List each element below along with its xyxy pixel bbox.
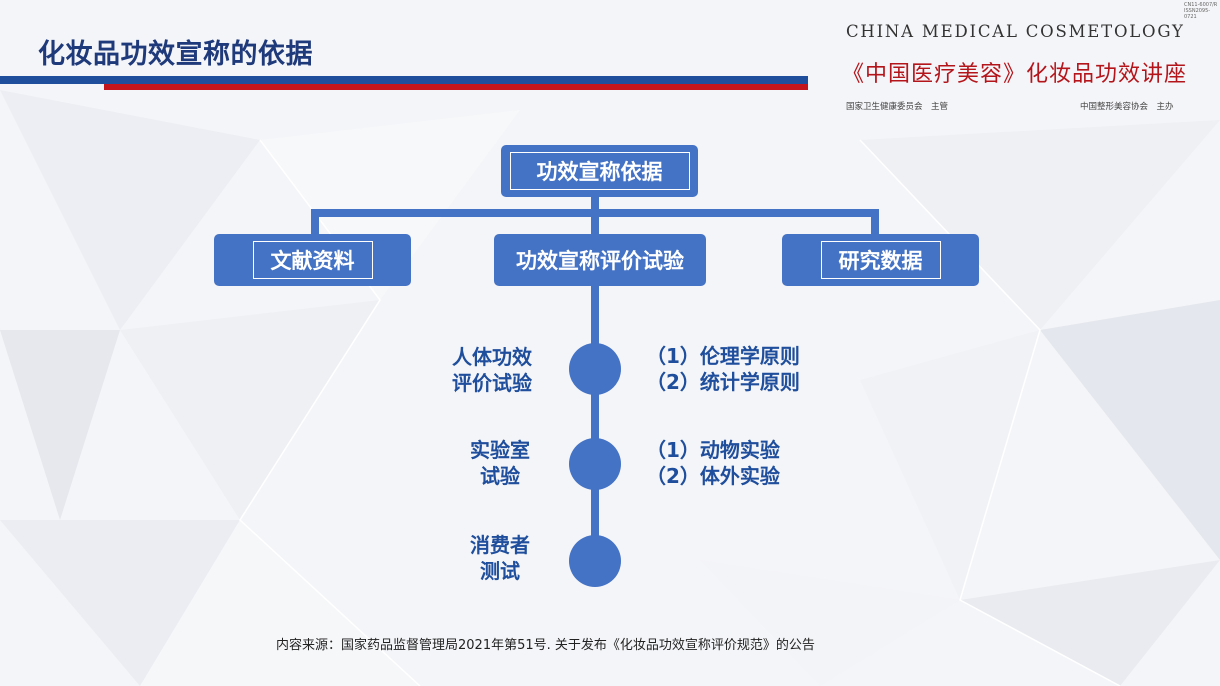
header-divider-blue [0, 76, 808, 84]
sponsor-organizer: 中国整形美容协会 主办 [1080, 102, 1174, 112]
branch-literature: 文献资料 [214, 234, 411, 286]
sponsor-supervisor: 国家卫生健康委员会 主管 [846, 102, 949, 112]
branch-literature-label: 文献资料 [252, 241, 373, 279]
root-label: 功效宣称依据 [509, 152, 690, 190]
branch-drop-left [311, 209, 319, 235]
brand-chinese: 《中国医疗美容》化妆品功效讲座 [842, 62, 1188, 87]
test-node-lab [569, 438, 621, 490]
journal-code: CN11-6007/R ISSN2095-0721 [1184, 2, 1218, 20]
test-detail-lab: （1）动物实验 （2）体外实验 [646, 438, 780, 488]
branch-research-data-label: 研究数据 [820, 241, 941, 279]
test-detail-human: （1）伦理学原则 （2）统计学原则 [646, 344, 800, 394]
root-connector [591, 196, 599, 212]
test-node-consumer [569, 535, 621, 587]
branch-evaluation-test: 功效宣称评价试验 [494, 234, 706, 286]
test-node-human [569, 343, 621, 395]
test-name-lab: 实验室 试验 [470, 438, 530, 488]
test-name-human: 人体功效 评价试验 [452, 345, 532, 395]
branch-research-data: 研究数据 [782, 234, 979, 286]
brand-english: CHINA MEDICAL COSMETOLOGY [846, 22, 1185, 41]
branch-evaluation-test-label: 功效宣称评价试验 [516, 249, 684, 273]
header-divider-red [104, 84, 808, 90]
test-name-consumer: 消费者 测试 [470, 533, 530, 583]
root-box: 功效宣称依据 [501, 145, 698, 197]
test-spine [591, 286, 599, 560]
branch-drop-center [591, 209, 599, 235]
branch-drop-right [871, 209, 879, 235]
page-title: 化妆品功效宣称的依据 [38, 39, 313, 70]
source-note: 内容来源：国家药品监督管理局2021年第51号. 关于发布《化妆品功效宣称评价规… [276, 638, 815, 653]
